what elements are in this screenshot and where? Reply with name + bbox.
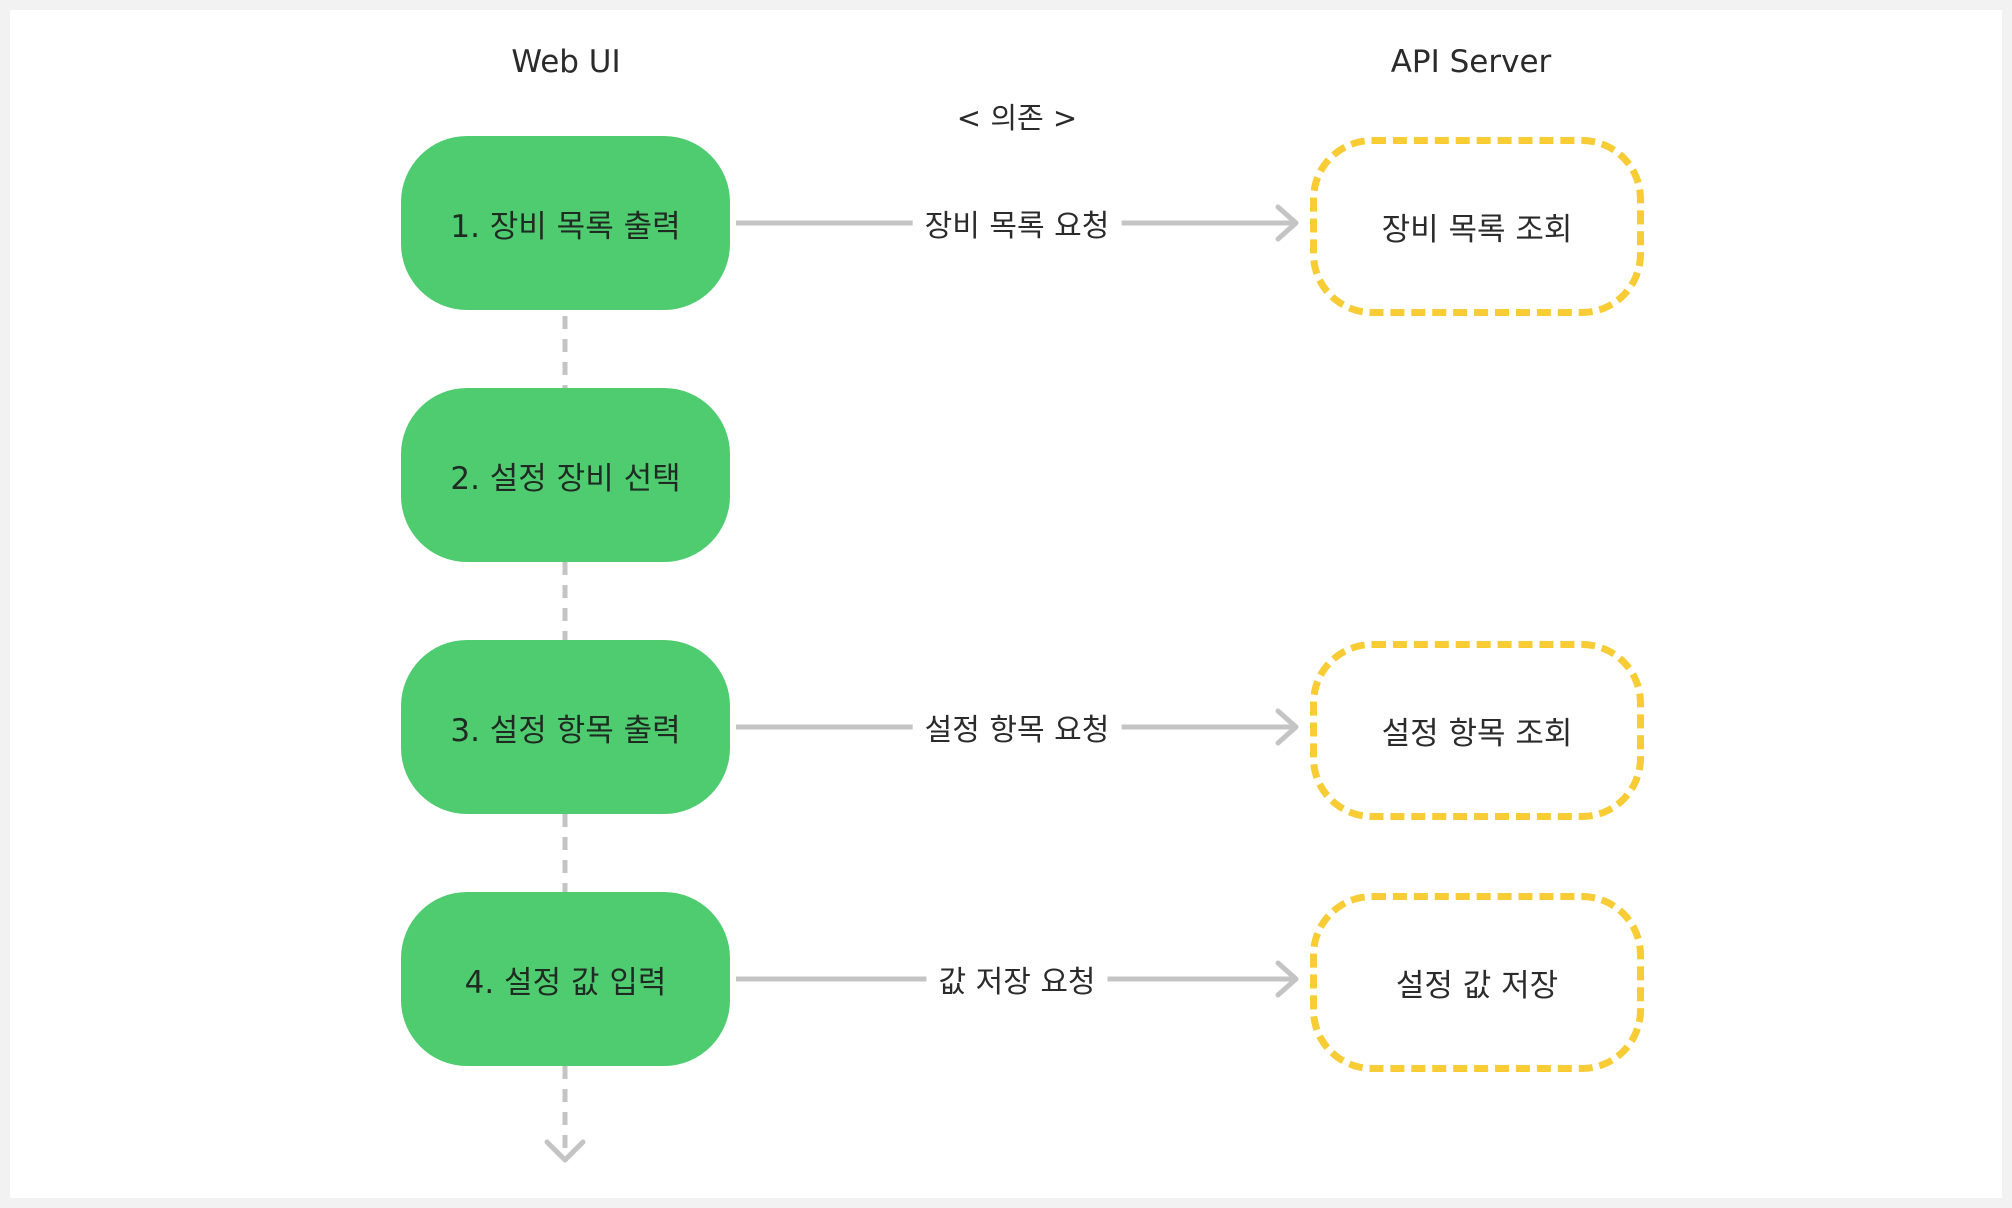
api-node-setting-items: 설정 항목 조회 xyxy=(1310,641,1644,820)
request-label-4: 값 저장 요청 xyxy=(926,957,1108,1001)
request-arrow-1-head xyxy=(1275,204,1299,242)
request-arrow-3-head xyxy=(1275,708,1299,746)
request-label-1: 장비 목록 요청 xyxy=(912,201,1122,245)
flow-end-arrowhead xyxy=(544,1139,586,1163)
api-node-save-value: 설정 값 저장 xyxy=(1310,893,1644,1072)
request-arrow-4-head xyxy=(1275,960,1299,998)
dependency-label: < 의존 > xyxy=(956,101,1078,135)
web-ui-title: Web UI xyxy=(511,44,621,80)
step-4-node: 4. 설정 값 입력 xyxy=(401,892,730,1066)
api-node-device-list: 장비 목록 조회 xyxy=(1310,137,1644,316)
step-2-node: 2. 설정 장비 선택 xyxy=(401,388,730,562)
step-3-node: 3. 설정 항목 출력 xyxy=(401,640,730,814)
api-server-title: API Server xyxy=(1390,44,1552,80)
step-1-node: 1. 장비 목록 출력 xyxy=(401,136,730,310)
request-label-3: 설정 항목 요청 xyxy=(912,705,1122,749)
